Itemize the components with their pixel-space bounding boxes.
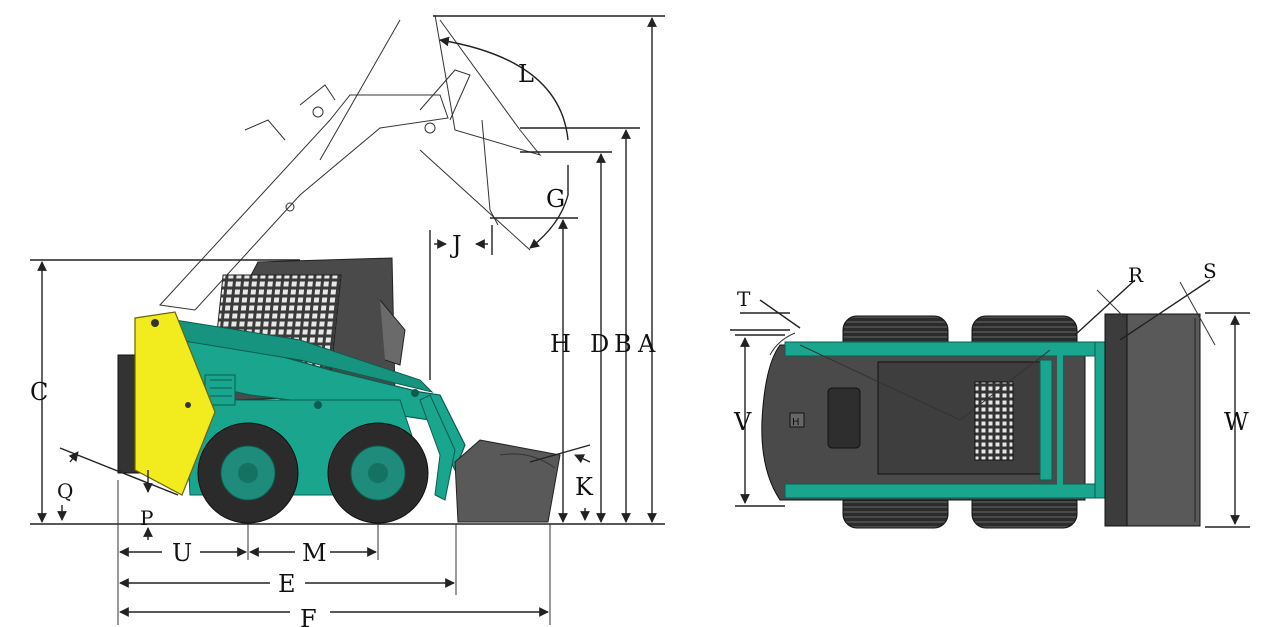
label-M: M: [302, 539, 327, 567]
label-Q: Q: [57, 479, 73, 503]
label-K: K: [575, 473, 594, 501]
rear-wheel: [327, 422, 429, 524]
label-W: W: [1224, 408, 1249, 436]
label-J: J: [449, 231, 462, 259]
label-P: P: [140, 506, 153, 530]
height-dimensions: [433, 15, 665, 523]
label-H: H: [550, 330, 571, 358]
label-A: A: [637, 330, 656, 358]
label-B: B: [614, 330, 632, 358]
label-U: U: [172, 539, 192, 567]
top-view: H T R S V W: [730, 259, 1250, 529]
front-wheel: [197, 422, 299, 524]
label-G: G: [546, 185, 565, 213]
raised-lift-arm: [158, 14, 542, 311]
label-C: C: [30, 378, 48, 406]
label-E: E: [278, 570, 296, 598]
label-F: F: [300, 605, 317, 627]
label-L: L: [518, 60, 534, 88]
label-D: D: [590, 330, 609, 358]
yellow-upright: [134, 311, 216, 496]
side-view: A B D H C L G J K Q P U M E F: [30, 14, 665, 627]
bucket: [454, 439, 561, 523]
label-S: S: [1203, 259, 1217, 283]
top-bucket: [1124, 313, 1201, 527]
top-cab-mesh: [974, 381, 1014, 461]
label-R: R: [1128, 263, 1144, 287]
label-V: V: [733, 408, 752, 436]
top-cab-badge: H: [792, 417, 800, 428]
label-T: T: [737, 287, 751, 311]
